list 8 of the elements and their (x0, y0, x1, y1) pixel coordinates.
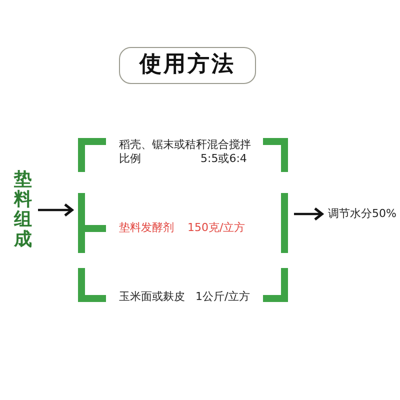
side-heading: 垫料组成 (14, 170, 32, 250)
arrow (38, 203, 74, 217)
arrow (294, 207, 324, 221)
ingredient-text: 玉米面或麸皮 1公斤/立方 (119, 290, 250, 304)
result-text: 调节水分50% (328, 207, 396, 221)
title-banner: 使用方法 (119, 47, 256, 84)
ingredient-text: 稻壳、锯末或秸秆混合搅拌比例 5:5或6:4 (119, 138, 256, 166)
ingredient-text: 垫料发酵剂 150克/立方 (119, 221, 246, 235)
